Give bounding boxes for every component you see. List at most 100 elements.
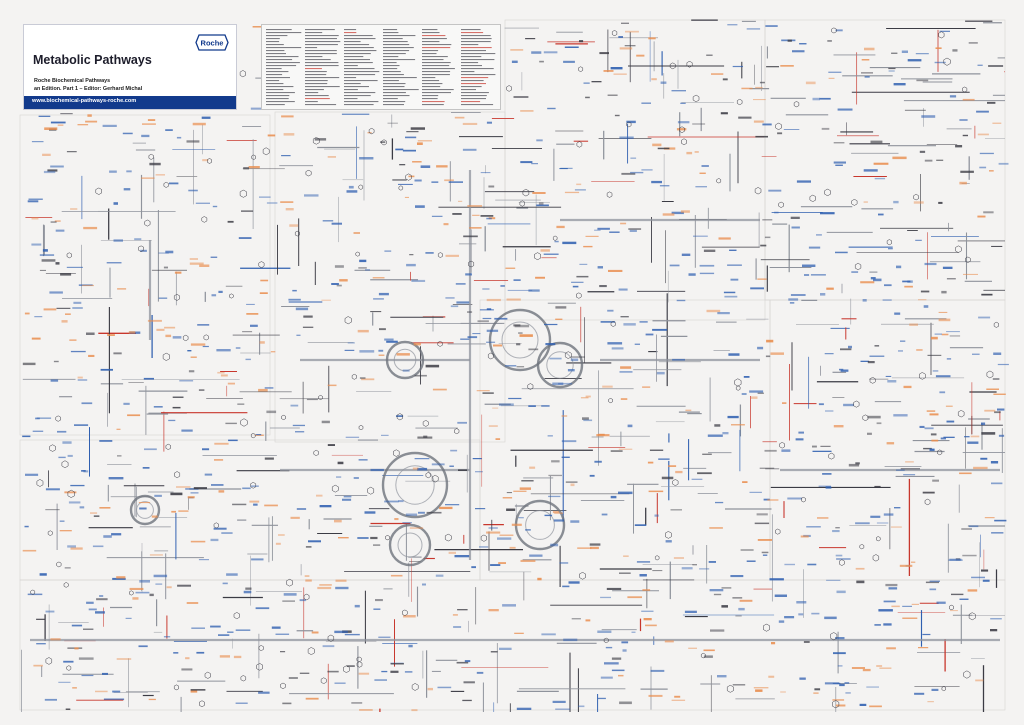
label-block (353, 232, 360, 234)
label-block (832, 530, 840, 533)
label-block (620, 366, 632, 369)
label-block (317, 586, 332, 590)
label-block (769, 578, 784, 581)
legend-text-line (422, 56, 448, 58)
legend-text-line (422, 71, 451, 73)
label-block (766, 66, 779, 68)
label-block (513, 279, 521, 281)
structure-ring (165, 443, 171, 450)
label-block (756, 513, 768, 516)
label-block (50, 379, 59, 382)
label-block (338, 537, 349, 539)
label-block (142, 123, 156, 125)
label-block (835, 637, 845, 640)
label-block (165, 334, 172, 338)
label-block (242, 487, 251, 490)
label-block (613, 73, 627, 75)
label-block (693, 235, 708, 237)
region-frame (479, 299, 771, 581)
label-block (738, 607, 745, 611)
label-block (384, 500, 399, 503)
label-block (237, 403, 245, 405)
label-block (827, 40, 832, 42)
label-block (109, 170, 117, 173)
label-block (979, 152, 994, 155)
label-block (410, 127, 425, 130)
label-block (721, 605, 728, 608)
label-block (163, 636, 171, 638)
label-block (462, 148, 477, 151)
label-block (250, 107, 266, 110)
label-block (820, 445, 831, 447)
structure-ring (199, 700, 205, 708)
label-block (835, 527, 840, 529)
label-block (529, 554, 543, 557)
legend-text-line (422, 59, 444, 61)
label-block (479, 546, 489, 548)
label-block (688, 647, 697, 649)
label-block (563, 638, 578, 642)
label-block (36, 618, 46, 620)
label-block (599, 285, 607, 288)
legend-text-line (383, 29, 398, 31)
label-block (938, 311, 948, 313)
legend-text-line (305, 74, 327, 76)
main-trunks (30, 170, 1000, 642)
label-block (994, 519, 1007, 522)
label-block (596, 434, 610, 437)
label-block (597, 227, 610, 230)
structure-ring (148, 153, 154, 160)
label-block (448, 551, 456, 554)
label-block (50, 221, 57, 223)
label-block (38, 115, 51, 117)
label-block (855, 567, 865, 570)
label-block (281, 155, 291, 157)
legend-text-line (383, 77, 417, 79)
structure-ring (886, 239, 892, 246)
label-block (735, 615, 742, 617)
label-block (292, 424, 305, 427)
legend-text-line (305, 80, 328, 82)
structure-ring (303, 593, 310, 601)
label-block (600, 596, 611, 599)
legend-text-line (383, 98, 398, 100)
label-block (790, 294, 806, 296)
cycle-inner (546, 351, 574, 379)
label-block (626, 120, 636, 124)
legend-text-line (305, 59, 331, 61)
label-block (981, 422, 986, 426)
legend-text-line (344, 101, 379, 103)
label-block (49, 291, 63, 294)
legend-text-line (422, 62, 451, 64)
cycle-inner (525, 510, 555, 540)
label-block (514, 324, 530, 328)
label-block (477, 320, 489, 323)
label-block (559, 562, 569, 564)
label-block (212, 205, 218, 208)
website-url[interactable]: www.biochemical-pathways-roche.com (32, 98, 137, 104)
label-block (252, 26, 267, 28)
label-block (750, 396, 758, 399)
label-block (835, 29, 843, 32)
label-block (204, 473, 213, 476)
label-block (572, 285, 579, 288)
label-block (699, 172, 706, 174)
label-block (968, 525, 979, 528)
label-block (22, 435, 31, 438)
label-block (469, 227, 482, 229)
label-block (914, 692, 925, 695)
label-block (79, 506, 85, 509)
label-block (344, 633, 360, 636)
structure-ring (173, 684, 179, 691)
label-block (563, 60, 575, 63)
label-block (33, 664, 43, 667)
label-block (373, 298, 384, 300)
structure-ring (63, 582, 69, 588)
label-block (305, 579, 312, 582)
structure-ring (393, 449, 400, 457)
label-block (412, 161, 422, 163)
label-block (765, 468, 780, 470)
label-block (681, 567, 693, 570)
label-block (165, 250, 174, 254)
label-block (71, 624, 83, 627)
